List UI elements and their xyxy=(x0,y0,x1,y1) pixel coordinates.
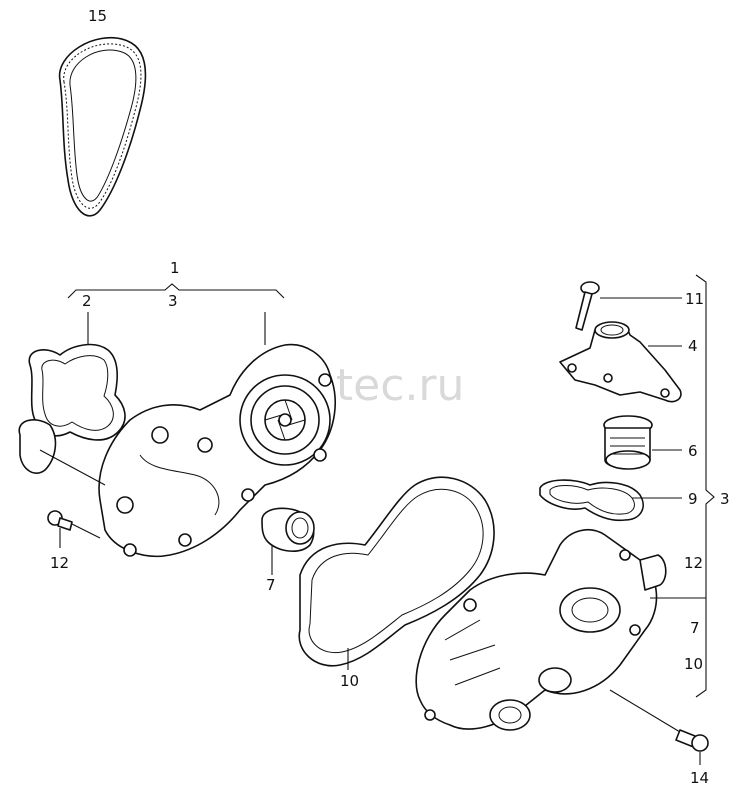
callout-label-4: 4 xyxy=(688,337,698,355)
coolant-pump-housing-part-1[interactable] xyxy=(98,343,336,557)
callout-label-7-right: 7 xyxy=(690,619,700,637)
callout-label-10: 10 xyxy=(340,672,359,690)
gasket-part-2[interactable] xyxy=(18,343,126,474)
callout-label-14: 14 xyxy=(690,769,709,787)
callout-label-3-right: 3 xyxy=(720,490,730,508)
group-bracket-top xyxy=(67,283,285,345)
leader-line-2 xyxy=(39,449,106,486)
bolt-part-11[interactable] xyxy=(575,281,682,331)
callout-label-7: 7 xyxy=(266,576,276,594)
callout-label-1: 1 xyxy=(170,259,180,277)
toothed-belt-part-15[interactable] xyxy=(58,37,147,217)
callout-label-12-left: 12 xyxy=(50,554,69,572)
bolt-part-14[interactable] xyxy=(609,689,709,765)
callout-label-2: 2 xyxy=(82,292,92,310)
seal-part-9[interactable] xyxy=(539,479,682,522)
thermostat-part-6[interactable] xyxy=(603,415,682,470)
connector-part-7[interactable] xyxy=(261,507,315,575)
callout-label-6: 6 xyxy=(688,442,698,460)
gasket-part-10[interactable] xyxy=(298,476,495,670)
coolant-distributor-housing-part-3[interactable] xyxy=(415,529,706,731)
callout-label-10-right: 10 xyxy=(684,655,703,673)
callout-label-12-right: 12 xyxy=(684,554,703,572)
callout-label-3-top: 3 xyxy=(168,292,178,310)
bolt-part-12-left[interactable] xyxy=(47,510,101,548)
callout-label-9: 9 xyxy=(688,490,698,508)
callout-label-11: 11 xyxy=(685,290,704,308)
group-bracket-right xyxy=(695,274,715,698)
thermostat-housing-part-4[interactable] xyxy=(559,321,682,403)
callout-label-15: 15 xyxy=(88,7,107,25)
